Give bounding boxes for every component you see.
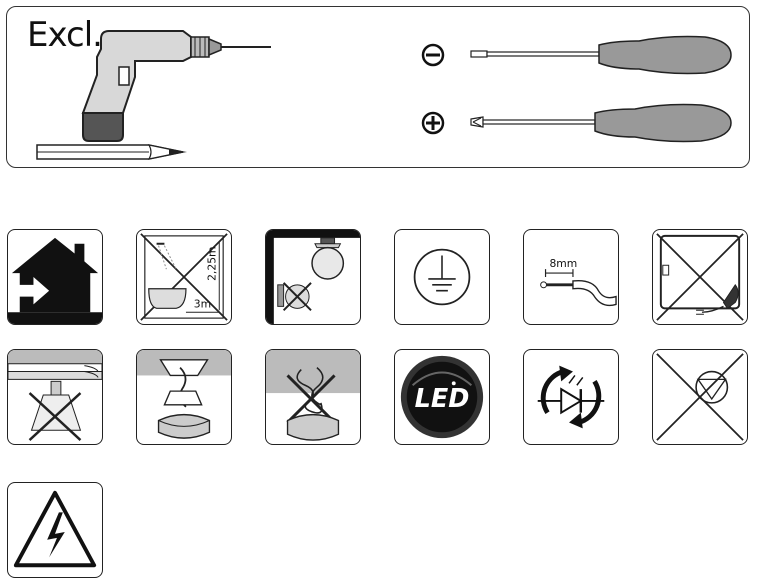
strip-length-label: 8mm	[549, 257, 577, 270]
no-tangled-wire-icon	[265, 349, 361, 445]
flat-screwdriver-icon	[470, 35, 732, 75]
minus-circle-icon	[421, 43, 445, 67]
electric-shock-warning-icon	[7, 482, 103, 578]
led-label: LED	[415, 384, 470, 414]
bathroom-distance-label: 3m	[194, 297, 211, 310]
phillips-screwdriver-icon	[470, 103, 732, 143]
led-icon: LED	[394, 349, 490, 445]
bathroom-height-label: 2,25m	[205, 246, 218, 280]
pencil-icon	[36, 144, 187, 160]
ceiling-mount-icon	[136, 349, 232, 445]
no-plug-in-icon	[652, 229, 748, 325]
plus-circle-icon	[421, 111, 445, 135]
not-bathroom-icon: 2,25m 3m	[136, 229, 232, 325]
indoor-use-house-icon	[7, 229, 103, 325]
no-cable-ceiling-icon	[7, 349, 103, 445]
led-replaceable-icon	[523, 349, 619, 445]
wire-strip-8mm-icon: 8mm	[523, 229, 619, 325]
earth-ground-icon	[394, 229, 490, 325]
excl-label: Excl.	[27, 15, 103, 55]
tools-panel: Excl.	[6, 6, 750, 168]
no-small-room-icon	[265, 229, 361, 325]
drill-icon	[81, 30, 271, 142]
no-dimmer-icon	[652, 349, 748, 445]
